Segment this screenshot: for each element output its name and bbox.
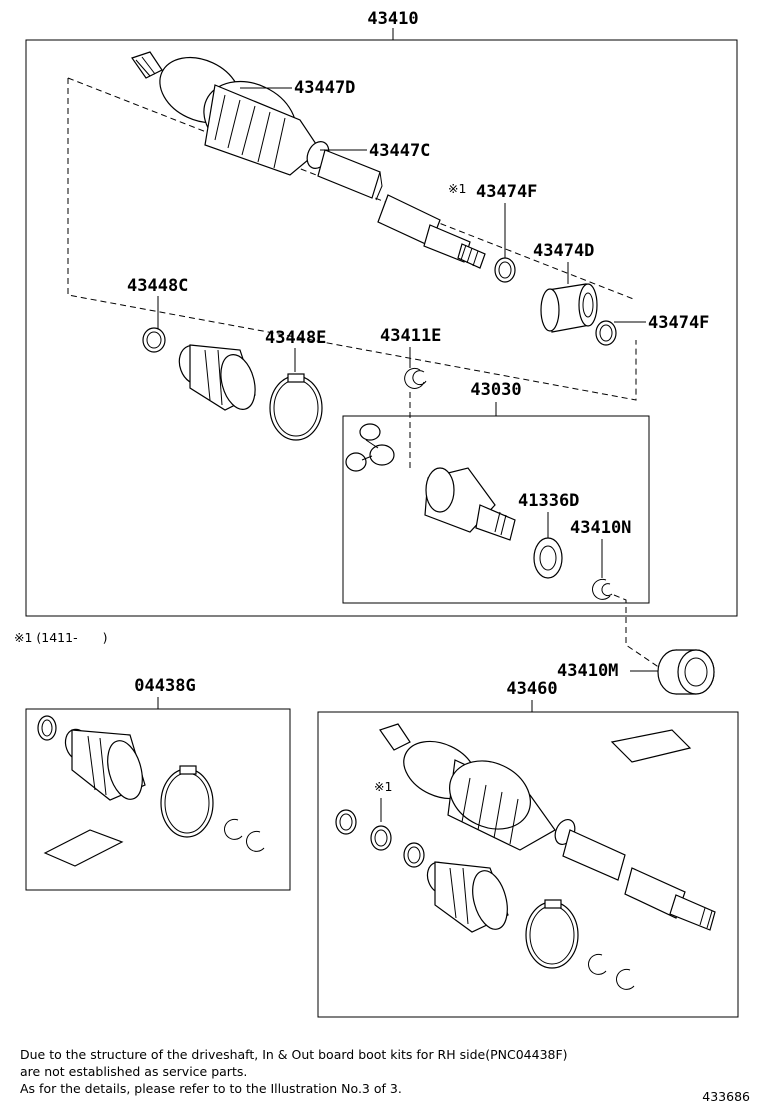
- clamp-43448C: [142, 327, 166, 353]
- label-mark-1-top: ※1: [448, 181, 466, 196]
- ring-43474F-right: [595, 320, 617, 346]
- label-43411E[interactable]: 43411E: [380, 326, 441, 346]
- note-line-1: Due to the structure of the driveshaft, …: [20, 1047, 568, 1062]
- label-41336D[interactable]: 41336D: [518, 491, 579, 511]
- label-43460[interactable]: 43460: [506, 679, 557, 699]
- inboard-joint-housing: [424, 467, 516, 541]
- label-43448C[interactable]: 43448C: [127, 276, 188, 296]
- label-43448E[interactable]: 43448E: [265, 328, 326, 348]
- label-43030[interactable]: 43030: [470, 380, 521, 400]
- assembly-frame-43410: [25, 39, 738, 617]
- label-43410[interactable]: 43410: [367, 9, 418, 29]
- snap-ring-43411E: [404, 367, 425, 389]
- boot-kit-parts: [37, 715, 265, 867]
- ring-43474F-top: [494, 257, 516, 283]
- inboard-joint-frame-43030: [342, 415, 650, 604]
- inboard-boot: [178, 344, 256, 411]
- label-43474F-right[interactable]: 43474F: [648, 313, 709, 333]
- label-43474F-top[interactable]: 43474F: [476, 182, 537, 202]
- bearing-43410M: [657, 649, 715, 695]
- label-43447C[interactable]: 43447C: [369, 141, 430, 161]
- rh-shaft-assembly: [379, 723, 716, 931]
- grease-pack-top: [610, 729, 692, 763]
- snap-ring-43410N: [592, 578, 611, 600]
- outboard-shaft-assembly: [131, 51, 486, 269]
- damper-43474D: [540, 283, 598, 333]
- label-43474D[interactable]: 43474D: [533, 241, 594, 261]
- note-line-3: As for the details, please refer to to t…: [20, 1081, 402, 1096]
- rh-assembly-frame-43460: [317, 711, 739, 1018]
- label-43410N[interactable]: 43410N: [570, 518, 631, 538]
- rh-small-parts: [335, 809, 635, 990]
- label-mark-1-rh: ※1: [374, 779, 392, 794]
- note-line-2: are not established as service parts.: [20, 1064, 248, 1079]
- boot-kit-frame-04438G: [25, 708, 291, 891]
- dust-seal-41336D: [533, 537, 563, 579]
- label-43447D[interactable]: 43447D: [294, 78, 355, 98]
- band-43448E: [269, 375, 323, 441]
- label-04438G[interactable]: 04438G: [134, 676, 195, 696]
- dashed-group-outline: [67, 78, 637, 401]
- label-43410M[interactable]: 43410M: [557, 661, 618, 681]
- tripod-joint: [345, 423, 395, 472]
- footnote-mark: ※1 (1411- ): [14, 630, 107, 645]
- illustration-number: 433686: [702, 1089, 750, 1104]
